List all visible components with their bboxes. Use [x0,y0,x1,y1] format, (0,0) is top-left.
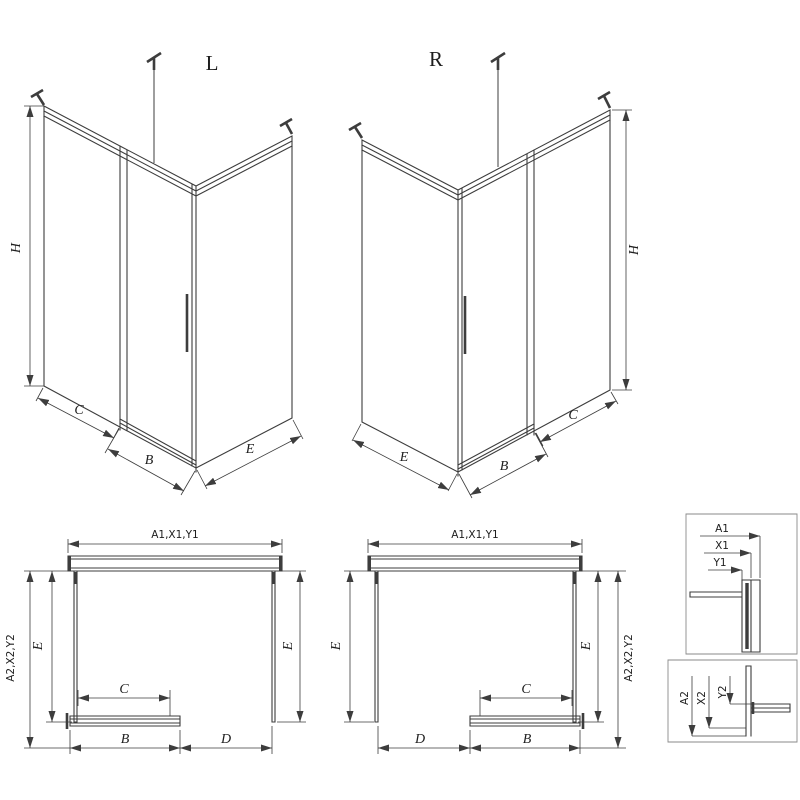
dim-label-y2: Y2 [717,685,729,699]
dim-label-d: D [414,732,425,747]
enclosure-glass-outline [43,105,293,473]
plan-outline [367,555,583,727]
extension-lines [741,536,761,590]
variant-label-left: L [206,51,219,75]
dim-label-e: E [245,442,255,457]
dim-line-b [469,453,547,496]
detail-box-a1: A1 X1 Y1 [685,513,798,655]
iso-view-right: R H E B C [348,47,642,499]
dim-label-c: C [521,682,531,697]
wall-profile-ends [368,556,582,571]
dim-label-e: E [399,450,409,465]
corner-profile-section [745,665,791,737]
wall-anchor-marks [65,572,275,729]
dim-label-h: H [627,244,642,256]
plan-outline [67,555,283,727]
dim-label-d: D [220,732,231,747]
wall-profile-ends [68,556,282,571]
dim-label-e-right: E [281,641,296,651]
handle-and-wall-brackets [30,51,294,352]
corner-profile-section [689,579,761,653]
dim-label-a1x1y1: A1,X1,Y1 [151,529,199,541]
dim-label-b: B [500,459,509,474]
dim-label-c: C [74,403,84,418]
variant-label-right: R [429,47,443,71]
dim-label-c: C [568,408,578,423]
dim-line-c [37,397,115,439]
dim-label-c: C [119,682,129,697]
dim-label-b: B [121,732,130,747]
dim-label-a2: A2 [679,691,691,705]
handle-and-wall-brackets [348,51,612,354]
detail-box-a2: A2 X2 Y2 [667,659,798,743]
enclosure-glass-outline [361,109,611,477]
dim-label-x1: X1 [715,540,729,552]
dim-label-b: B [523,732,532,747]
dim-label-e-left: E [329,641,344,651]
dim-label-h: H [9,242,24,254]
wall-anchor-marks [375,572,585,729]
dim-line-b [107,448,185,492]
dim-line-e [352,439,450,491]
plan-view-right: A1,X1,Y1 E E A2,X2,Y2 C D B [329,529,635,754]
dim-label-a1x1y1: A1,X1,Y1 [451,529,499,541]
dim-line-c [539,400,617,443]
plan-view-left: A1,X1,Y1 A2,X2,Y2 E E C B D [5,529,306,754]
dim-label-e-right: E [579,641,594,651]
extension-lines [692,703,751,737]
dim-label-a2x2y2: A2,X2,Y2 [5,634,17,682]
iso-view-left: L H C B E [9,51,304,496]
dim-line-e [204,435,302,487]
dim-label-y1: Y1 [712,557,726,569]
detail-border [667,659,798,743]
dim-label-a1: A1 [715,523,729,535]
dim-label-b: B [145,453,154,468]
detail-border [685,513,798,655]
dim-label-x2: X2 [696,691,708,705]
dim-label-a2x2y2: A2,X2,Y2 [623,634,635,682]
extension-lines [24,105,304,496]
extension-lines [351,109,632,499]
dim-label-e-left: E [31,641,46,651]
